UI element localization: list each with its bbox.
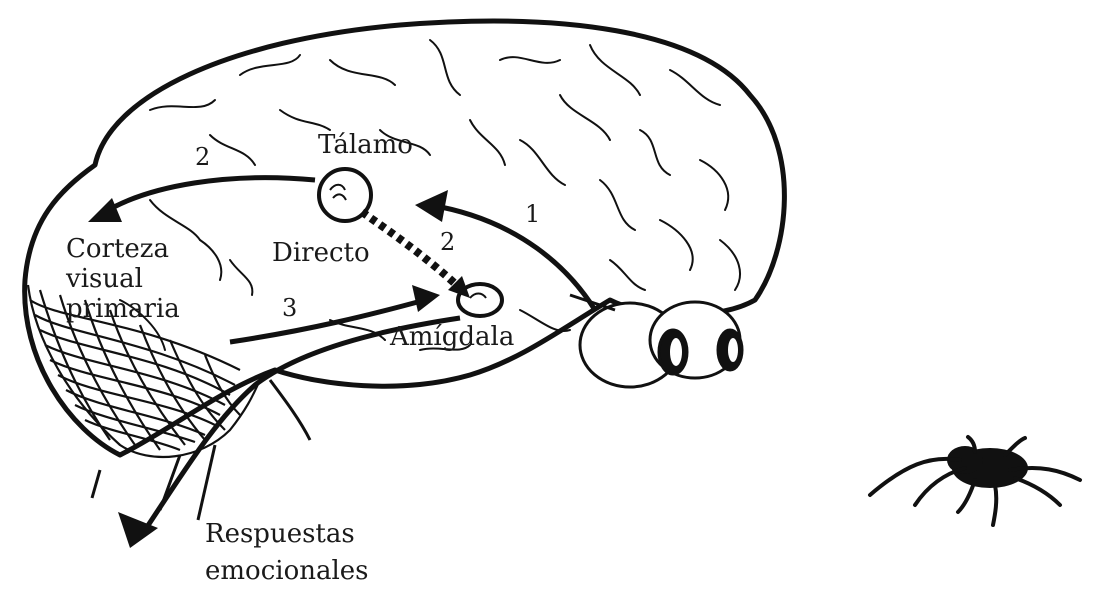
spider-silhouette (870, 437, 1080, 525)
path-3-number: 3 (282, 296, 297, 320)
cortex-label-line-3: primaria (66, 296, 180, 322)
thalamus-label: Tálamo (318, 132, 413, 158)
eyes (580, 302, 742, 387)
path-1-number: 1 (525, 202, 540, 226)
cortex-label-line-2: visual (66, 266, 143, 292)
amygdala-label: Amígdala (390, 324, 514, 350)
cortex-label-line-1: Corteza (66, 236, 169, 262)
path-2-cortex-number: 2 (195, 145, 210, 169)
direct-label: Directo (272, 240, 370, 266)
responses-label-line-2: emocionales (205, 558, 369, 584)
path-2-direct-number: 2 (440, 230, 455, 254)
responses-label-line-1: Respuestas (205, 521, 355, 547)
